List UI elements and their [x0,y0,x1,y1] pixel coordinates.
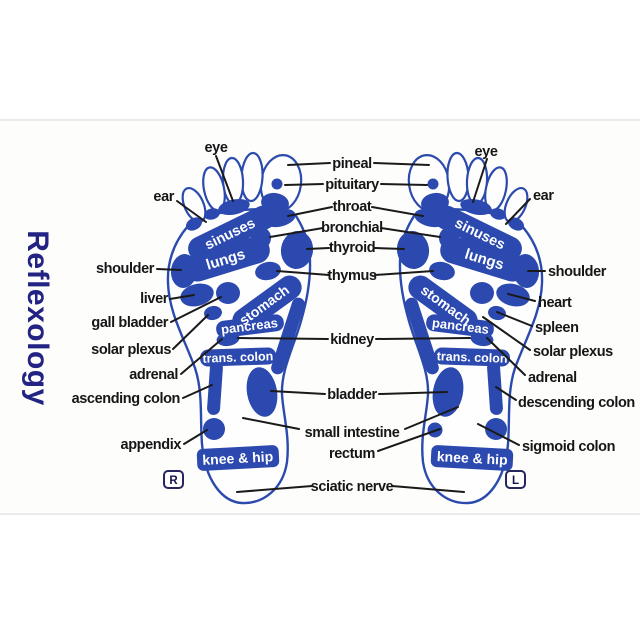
left-foot-marker-box [505,470,526,489]
right-column-labels: eye ear shoulder heart spleen solar plex… [475,144,636,455]
label-appendix: appendix [121,437,182,453]
label-spleen: spleen [535,320,579,336]
label-adrenal-left-foot: adrenal [528,370,577,386]
left-foot-marker: L [512,475,519,487]
label-rectum: rectum [329,446,375,462]
foot-markers: R L [163,470,526,489]
label-heart: heart [538,295,572,311]
label-small-intestine: small intestine [305,425,400,441]
left-column-labels: eye ear shoulder liver gall bladder sola… [72,140,229,453]
label-solar-plexus-left-foot: solar plexus [533,344,613,360]
label-eye-left-foot: eye [475,144,498,160]
label-shoulder-right-foot: shoulder [96,261,155,277]
zone-knee-hip: knee & hip [202,448,274,468]
label-bronchial: bronchial [321,220,383,236]
label-thyroid: thyroid [329,240,375,256]
label-thymus: thymus [327,268,377,284]
right-foot-marker: R [169,475,178,487]
label-adrenal-right-foot: adrenal [129,367,178,383]
label-pineal: pineal [332,156,372,172]
label-throat: throat [333,199,372,215]
label-pituitary: pituitary [325,177,379,193]
label-ear-left-foot: ear [533,188,554,204]
zone-trans-colon: trans. colon [202,349,273,365]
label-sciatic-nerve: sciatic nerve [311,479,394,495]
label-ascending-colon: ascending colon [72,391,180,407]
label-kidney: kidney [330,332,374,348]
center-column-labels: pineal pituitary throat bronchial thyroi… [305,156,400,495]
label-shoulder-left-foot: shoulder [548,264,607,280]
right-foot-marker-box [163,470,184,489]
label-gall-bladder: gall bladder [91,315,168,331]
label-eye-right-foot: eye [205,140,228,156]
zone-pancreas: pancreas [220,315,278,337]
zone-trans-colon: trans. colon [436,349,507,365]
label-solar-plexus-right-foot: solar plexus [91,342,171,358]
page-title: Reflexology [21,230,54,406]
leader-lines [156,155,546,493]
label-ear-right-foot: ear [153,189,174,205]
zone-pancreas: pancreas [431,315,489,337]
label-descending-colon: descending colon [518,395,635,411]
label-sigmoid-colon: sigmoid colon [522,439,615,455]
label-liver: liver [140,291,169,307]
label-bladder: bladder [327,387,377,403]
zone-knee-hip: knee & hip [436,448,508,468]
